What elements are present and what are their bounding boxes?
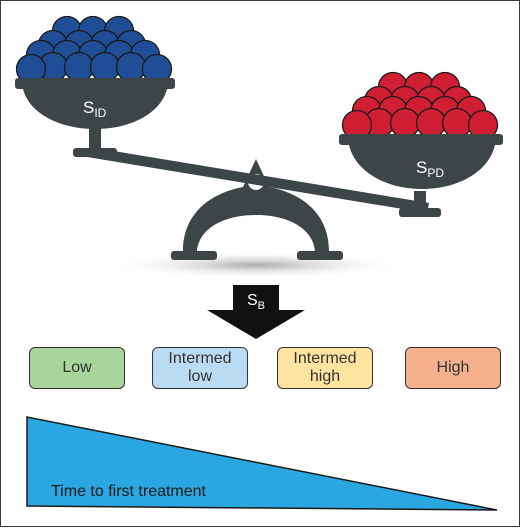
category-high-label: High bbox=[436, 359, 470, 376]
arrow-label: SB bbox=[247, 292, 265, 312]
left-bowl-label: SID bbox=[83, 98, 107, 120]
category-intermed-high-label: Intermed high bbox=[293, 350, 357, 385]
category-low-label: Low bbox=[62, 359, 92, 376]
time-wedge bbox=[26, 416, 498, 511]
category-intermed-low: Intermed low bbox=[152, 347, 248, 389]
left-ball-pile bbox=[15, 15, 173, 85]
category-low: Low bbox=[29, 347, 125, 389]
right-bowl bbox=[339, 134, 503, 189]
blue-ball bbox=[63, 51, 95, 83]
red-ball bbox=[389, 107, 421, 139]
blue-ball bbox=[89, 51, 121, 83]
left-bowl bbox=[15, 78, 175, 129]
scale-beam bbox=[73, 127, 441, 217]
blue-ball bbox=[115, 51, 147, 83]
category-high: High bbox=[405, 347, 501, 389]
scale-shadow bbox=[106, 251, 406, 279]
right-ball-pile bbox=[341, 71, 499, 141]
category-intermed-low-label: Intermed low bbox=[168, 350, 232, 385]
red-ball bbox=[415, 107, 447, 139]
category-intermed-high: Intermed high bbox=[277, 347, 373, 389]
time-to-first-treatment-label: Time to first treatment bbox=[51, 483, 206, 500]
down-arrow-icon bbox=[207, 285, 305, 339]
right-bowl-label: SPD bbox=[416, 158, 444, 180]
red-ball bbox=[441, 107, 473, 139]
